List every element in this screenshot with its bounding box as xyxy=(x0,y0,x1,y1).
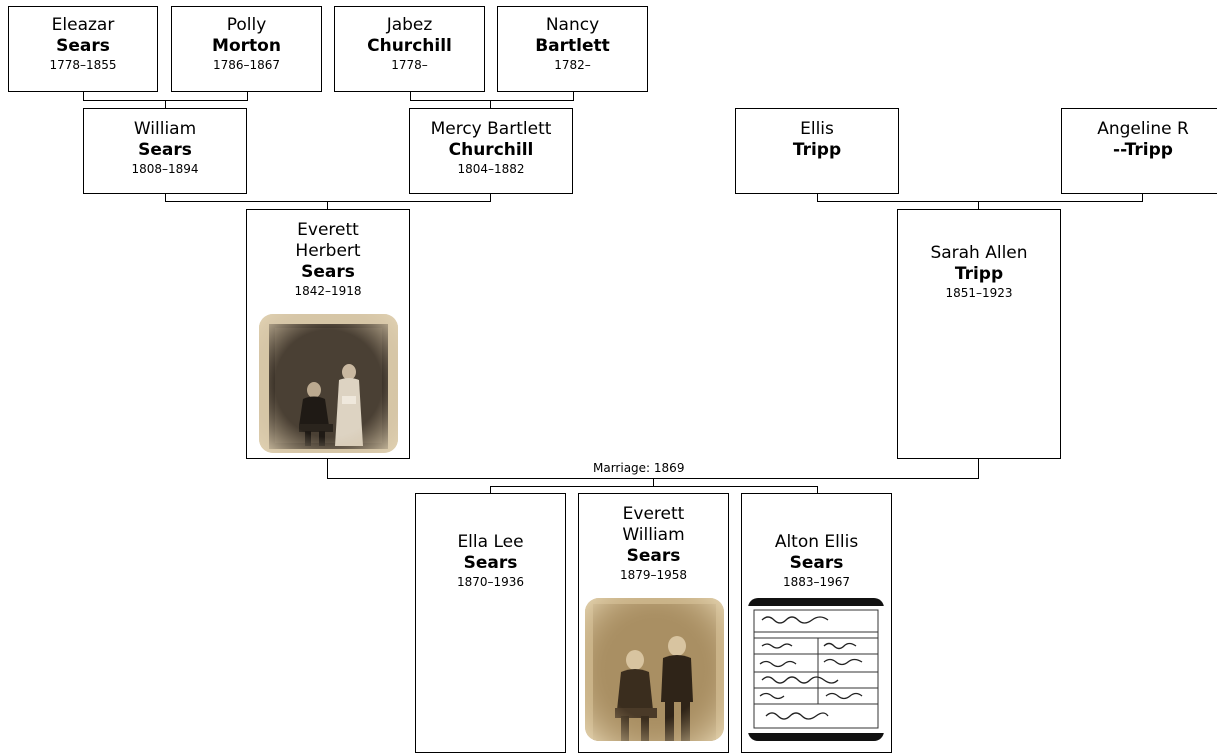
given-name: Eleazar xyxy=(51,15,115,35)
surname: Tripp xyxy=(792,140,842,160)
surname: --Tripp xyxy=(1113,140,1173,160)
given-name: Mercy Bartlett xyxy=(430,119,552,139)
life-dates: 1778–1855 xyxy=(49,58,117,72)
surname: Tripp xyxy=(954,264,1004,284)
life-dates: 1804–1882 xyxy=(457,162,525,176)
person-card-ella-sears[interactable]: Ella Lee Sears 1870–1936 xyxy=(415,493,566,753)
surname: Sears xyxy=(463,553,518,573)
person-card-polly-morton[interactable]: Polly Morton 1786–1867 xyxy=(171,6,322,92)
couple-photo[interactable] xyxy=(259,314,398,453)
connector-line xyxy=(410,100,574,101)
person-card-william-sears[interactable]: William Sears 1808–1894 xyxy=(83,108,247,194)
given-name: Nancy xyxy=(545,15,600,35)
life-dates: 1883–1967 xyxy=(782,575,851,589)
connector-line xyxy=(653,478,654,486)
connector-line xyxy=(83,91,84,101)
person-card-everett-william-sears[interactable]: Everett William Sears 1879–1958 xyxy=(578,493,729,753)
life-dates: 1851–1923 xyxy=(945,286,1013,300)
life-dates: 1842–1918 xyxy=(294,284,362,298)
marriage-label: Marriage: 1869 xyxy=(593,461,685,475)
surname: Sears xyxy=(301,262,355,282)
connector-line xyxy=(327,201,328,209)
given-name: Jabez xyxy=(386,15,433,35)
given-name: Herbert xyxy=(295,241,361,261)
person-card-alton-sears[interactable]: Alton Ellis Sears 1883–1967 xyxy=(741,493,892,753)
given-name: Angeline R xyxy=(1097,119,1189,139)
connector-line xyxy=(490,193,491,202)
connector-line xyxy=(165,201,491,202)
connector-line xyxy=(327,458,328,479)
surname: Sears xyxy=(138,140,192,160)
surname: Churchill xyxy=(367,36,452,56)
life-dates: 1879–1958 xyxy=(619,568,688,582)
connector-line xyxy=(817,193,818,202)
person-card-nancy-bartlett[interactable]: Nancy Bartlett 1782– xyxy=(497,6,648,92)
surname: Sears xyxy=(56,36,110,56)
surname: Churchill xyxy=(448,140,534,160)
connector-line xyxy=(490,486,491,493)
connector-line xyxy=(817,486,818,493)
person-card-angeline-tripp[interactable]: Angeline R --Tripp xyxy=(1061,108,1217,194)
document-photo[interactable] xyxy=(748,598,884,741)
connector-line xyxy=(165,193,166,202)
person-card-eleazar-sears[interactable]: Eleazar Sears 1778–1855 xyxy=(8,6,158,92)
surname: Sears xyxy=(789,553,844,573)
surname: Sears xyxy=(626,546,681,566)
given-name: Ellis xyxy=(800,119,834,139)
connector-line xyxy=(410,91,411,101)
life-dates: 1870–1936 xyxy=(456,575,525,589)
connector-line xyxy=(490,486,818,487)
given-name: William xyxy=(622,525,685,545)
surname: Morton xyxy=(212,36,281,56)
connector-line xyxy=(978,458,979,479)
connector-line xyxy=(247,91,248,101)
given-name: Everett xyxy=(622,504,685,524)
given-name: Sarah Allen xyxy=(930,243,1028,263)
life-dates: 1782– xyxy=(554,58,591,72)
connector-line xyxy=(978,201,979,209)
person-card-everett-herbert-sears[interactable]: Everett Herbert Sears 1842–1918 xyxy=(246,209,410,459)
connector-line xyxy=(817,201,1143,202)
given-name: Ella Lee xyxy=(457,532,524,552)
given-name: Everett xyxy=(297,220,359,240)
given-name: Alton Ellis xyxy=(774,532,859,552)
given-name: Polly xyxy=(226,15,267,35)
surname: Bartlett xyxy=(535,36,610,56)
connector-line xyxy=(1142,193,1143,202)
connector-line xyxy=(490,100,491,108)
life-dates: 1778– xyxy=(391,58,428,72)
connector-line xyxy=(165,100,166,108)
person-card-sarah-tripp[interactable]: Sarah Allen Tripp 1851–1923 xyxy=(897,209,1061,459)
person-card-jabez-churchill[interactable]: Jabez Churchill 1778– xyxy=(334,6,485,92)
given-name: William xyxy=(133,119,197,139)
person-card-mercy-churchill[interactable]: Mercy Bartlett Churchill 1804–1882 xyxy=(409,108,573,194)
connector-line xyxy=(573,91,574,101)
life-dates: 1808–1894 xyxy=(131,162,199,176)
person-card-ellis-tripp[interactable]: Ellis Tripp xyxy=(735,108,899,194)
boys-photo[interactable] xyxy=(585,598,724,741)
life-dates: 1786–1867 xyxy=(212,58,281,72)
